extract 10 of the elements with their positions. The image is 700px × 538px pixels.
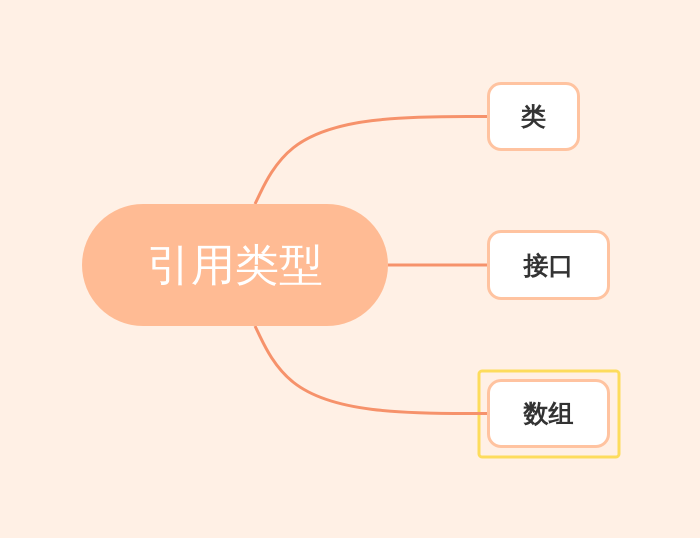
connector-line	[254, 325, 487, 415]
connector-line	[388, 264, 487, 266]
topic-label: 接口	[524, 250, 574, 282]
topic-box	[487, 230, 610, 300]
topic-label: 类	[521, 101, 546, 133]
topic-label: 引用类型	[147, 238, 323, 292]
connector-line	[254, 115, 487, 205]
topic-label: 数组	[524, 398, 574, 430]
topic-box	[487, 379, 610, 448]
topic-box	[487, 82, 580, 151]
